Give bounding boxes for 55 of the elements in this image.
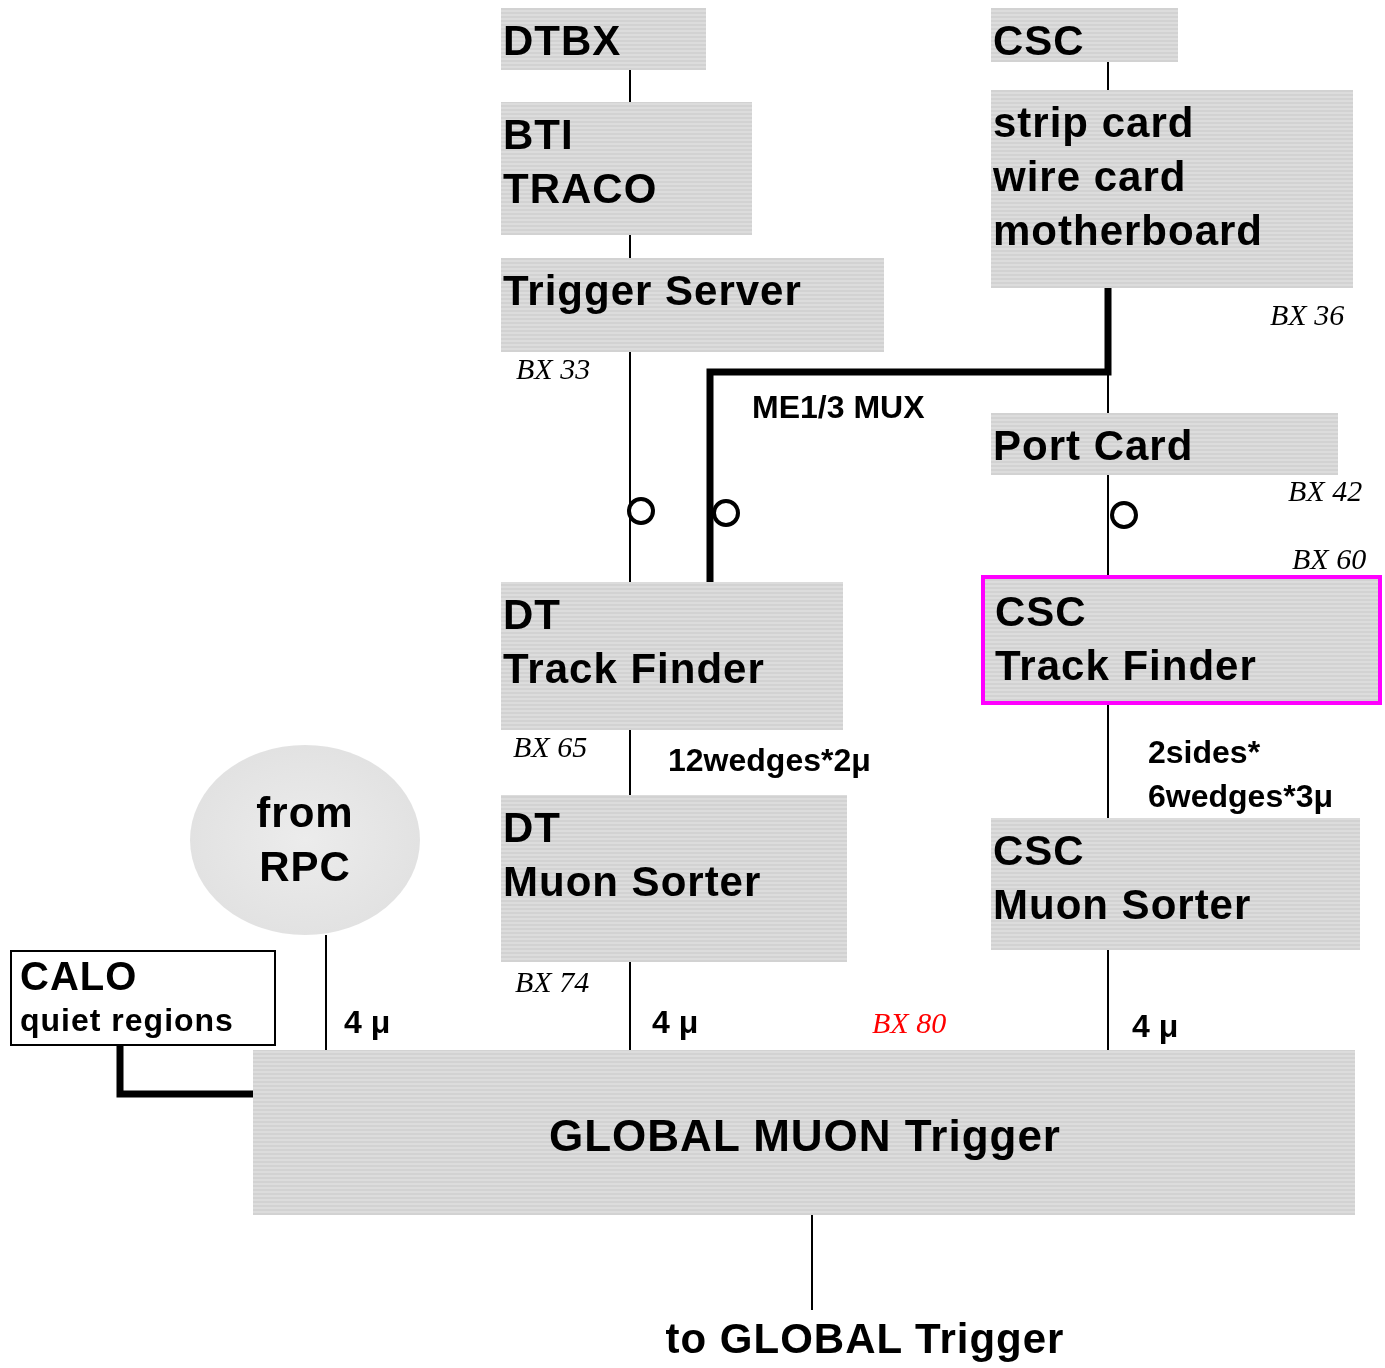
connector-line bbox=[1107, 949, 1109, 1051]
process-box bbox=[991, 818, 1360, 950]
box-label: Port Card bbox=[993, 421, 1194, 471]
box-label: DT bbox=[503, 590, 561, 640]
box-label: Muon Sorter bbox=[503, 857, 762, 907]
box-label: DT bbox=[503, 803, 561, 853]
box-label: Trigger Server bbox=[503, 266, 802, 316]
box-label: TRACO bbox=[503, 164, 658, 214]
box-label: CSC bbox=[993, 16, 1085, 66]
connector-line bbox=[811, 1214, 813, 1311]
box-label: Track Finder bbox=[995, 641, 1257, 691]
connector-line bbox=[1107, 704, 1109, 819]
box-label: strip card bbox=[993, 98, 1195, 148]
edge-label: 4 μ bbox=[344, 1003, 392, 1042]
timing-label: BX 65 bbox=[513, 730, 588, 764]
box-label: CSC bbox=[993, 826, 1085, 876]
connector-line bbox=[706, 288, 1112, 582]
process-box bbox=[501, 8, 706, 70]
box-label: RPC bbox=[259, 842, 351, 892]
box-label: DTBX bbox=[503, 16, 622, 66]
connector-line bbox=[629, 729, 631, 796]
timing-label: BX 42 bbox=[1288, 474, 1363, 508]
timing-label: BX 80 bbox=[872, 1006, 947, 1040]
edge-label: 12wedges*2μ bbox=[668, 741, 872, 780]
timing-label: BX 60 bbox=[1292, 542, 1367, 576]
timing-label: BX 74 bbox=[515, 965, 590, 999]
connector-line bbox=[1107, 474, 1109, 576]
process-box bbox=[991, 8, 1178, 62]
box-label: Muon Sorter bbox=[993, 880, 1252, 930]
connector-line bbox=[629, 351, 631, 583]
box-label: GLOBAL MUON Trigger bbox=[549, 1109, 1061, 1162]
output-label: to GLOBAL Trigger bbox=[665, 1314, 1065, 1364]
edge-label: 4 μ bbox=[652, 1003, 700, 1042]
connector-line bbox=[116, 1046, 253, 1098]
connector-line bbox=[629, 234, 631, 259]
edge-label: 4 μ bbox=[1132, 1007, 1180, 1046]
connector-line bbox=[1107, 61, 1109, 91]
timing-label: BX 36 bbox=[1270, 298, 1345, 332]
connector-line bbox=[629, 69, 631, 103]
edge-label: ME1/3 MUX bbox=[752, 388, 926, 427]
input-box bbox=[10, 950, 276, 1046]
box-label: CALO bbox=[20, 954, 138, 998]
edge-label: 2sides* 6wedges*3μ bbox=[1148, 733, 1334, 816]
box-label: from bbox=[256, 788, 354, 838]
box-label: CSC bbox=[995, 587, 1087, 637]
box-label: wire card bbox=[993, 152, 1187, 202]
box-label: quiet regions bbox=[20, 1001, 234, 1040]
process-box bbox=[501, 102, 752, 235]
connector-line bbox=[629, 961, 631, 1051]
box-label: BTI bbox=[503, 110, 574, 160]
timing-label: BX 33 bbox=[516, 352, 591, 386]
connector-line bbox=[325, 934, 327, 1051]
box-label: Track Finder bbox=[503, 644, 765, 694]
process-box bbox=[253, 1050, 1355, 1215]
box-label: motherboard bbox=[993, 206, 1263, 256]
